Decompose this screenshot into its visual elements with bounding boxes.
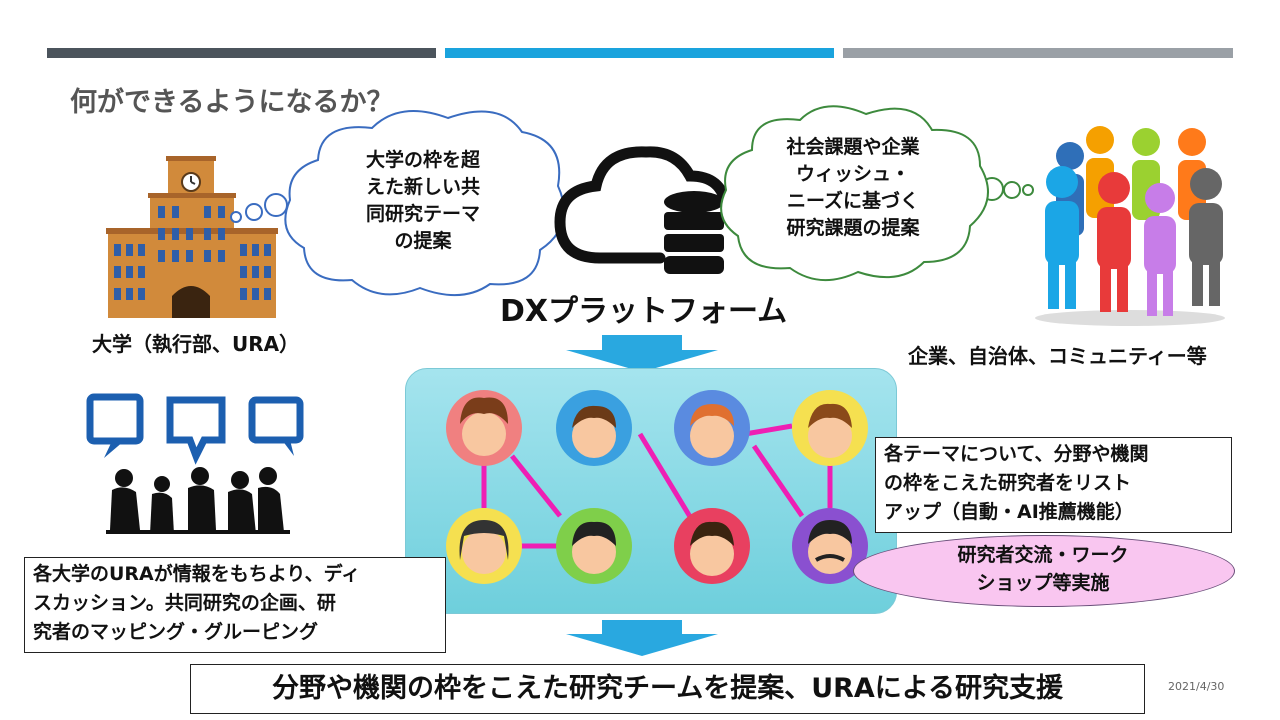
header-bar-gray [843,48,1233,58]
discussion-line: 各大学のURAが情報をもちより、ディ [33,563,361,585]
researcher-links [481,423,833,549]
cloud-line: 社会課題や企業 [786,136,920,158]
theme-line: の枠をこえた研究者をリスト [884,472,1132,494]
discussion-line: スカッション。共同研究の企画、研 [33,592,336,614]
university-building-icon [106,156,278,318]
cloud-line: ニーズに基づく [786,190,920,212]
exchange-ellipse [853,535,1235,607]
discussion-box: 各大学のURAが情報をもちより、ディ スカッション。共同研究の企画、研 究者のマ… [24,557,446,653]
company-cloud-text: 社会課題や企業 ウィッシュ・ ニーズに基づく 研究課題の提案 [748,134,958,242]
university-label: 大学（執行部、URA） [92,332,300,356]
people-group-icon [1035,126,1225,326]
exchange-line: ショップ等実施 [976,572,1110,594]
slide-title: 何ができるようになるか？ [70,87,394,118]
cloud-database-icon [554,146,732,274]
slide-date: 2021/4/30 [1168,680,1225,693]
exchange-line: 研究者交流・ワーク [957,544,1129,566]
discussion-line: 究者のマッピング・グルーピング [33,621,319,643]
arrow-down-top [566,335,718,372]
researcher-avatar-icon [792,508,868,584]
researcher-avatar-icon [674,390,750,466]
cloud-line: の提案 [394,230,452,252]
cloud-line: 研究課題の提案 [786,217,920,239]
theme-box: 各テーマについて、分野や機関 の枠をこえた研究者をリスト アップ（自動・AI推薦… [875,437,1232,533]
meeting-silhouette-icon [86,393,304,534]
companies-label: 企業、自治体、コミュニティー等 [908,344,1207,368]
researcher-avatars [446,390,868,584]
researcher-avatar-icon [446,390,522,466]
researcher-avatar-icon [792,390,868,466]
header-bar-blue [445,48,834,58]
header-bar-dark [47,48,436,58]
bottom-banner: 分野や機関の枠をこえた研究チームを提案、URAによる研究支援 [190,664,1145,714]
theme-line: アップ（自動・AI推薦機能） [884,501,1134,523]
theme-line: 各テーマについて、分野や機関 [884,443,1149,465]
company-thought-cloud [720,105,1034,282]
arrow-down-bottom [566,620,718,656]
researcher-avatar-icon [556,390,632,466]
cloud-line: ウィッシュ・ [795,163,910,185]
researcher-avatar-icon [556,508,632,584]
researcher-avatar-icon [446,508,522,584]
cloud-line: 大学の枠を超 [365,149,480,171]
university-cloud-text: 大学の枠を超 えた新しい共 同研究テーマ の提案 [318,147,528,255]
cloud-line: えた新しい共 [365,176,480,198]
platform-label: DXプラットフォーム [500,294,788,329]
researcher-avatar-icon [674,508,750,584]
cloud-line: 同研究テーマ [365,203,480,225]
university-thought-cloud [230,109,565,297]
exchange-text: 研究者交流・ワーク ショップ等実施 [853,541,1233,597]
